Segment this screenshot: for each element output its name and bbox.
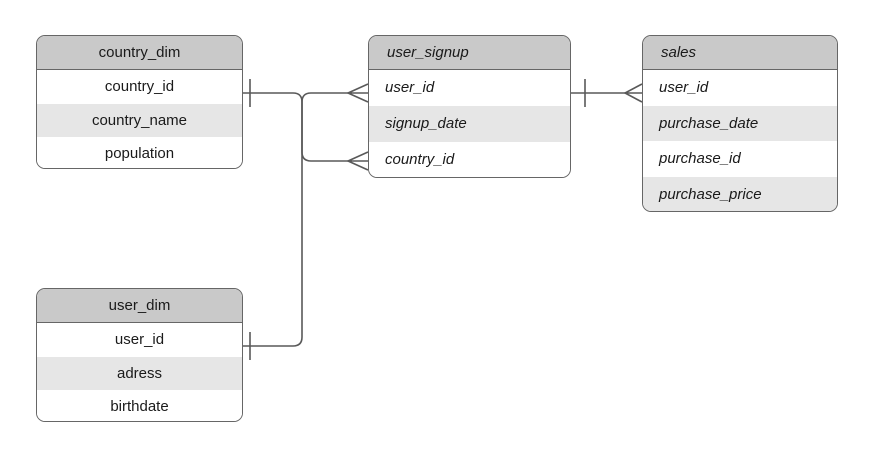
attribute-row: purchase_price (643, 176, 837, 211)
entity-title-sales: sales (643, 36, 837, 70)
crowsfoot-sales-user-id (623, 83, 643, 103)
link-country-dim-user-signup (243, 79, 369, 171)
link-user-dim-user-signup (243, 102, 303, 360)
attribute-row: population (37, 137, 242, 168)
attribute-row: user_id (643, 70, 837, 106)
attribute-row: country_id (369, 142, 570, 177)
entity-user-dim[interactable]: user_dim user_id adress birthdate (36, 288, 243, 422)
entity-title-user-dim: user_dim (37, 289, 242, 323)
link-user-signup-sales (571, 79, 643, 107)
attribute-row: purchase_date (643, 105, 837, 141)
attribute-row: purchase_id (643, 141, 837, 177)
entity-user-signup[interactable]: user_signup user_id signup_date country_… (368, 35, 571, 178)
link-trunk-user-signup-user-id (301, 83, 369, 103)
attribute-row: user_id (369, 70, 570, 106)
attribute-row: adress (37, 356, 242, 390)
entity-title-country-dim: country_dim (37, 36, 242, 70)
attribute-row: user_id (37, 323, 242, 357)
attribute-row: country_id (37, 70, 242, 104)
entity-title-user-signup: user_signup (369, 36, 570, 70)
attribute-row: country_name (37, 103, 242, 137)
entity-sales[interactable]: sales user_id purchase_date purchase_id … (642, 35, 838, 212)
attribute-row: signup_date (369, 106, 570, 142)
attribute-row: birthdate (37, 390, 242, 421)
crowsfoot-user-signup-country-id (346, 151, 369, 171)
entity-country-dim[interactable]: country_dim country_id country_name popu… (36, 35, 243, 169)
crowsfoot-user-signup-user-id (346, 83, 369, 103)
